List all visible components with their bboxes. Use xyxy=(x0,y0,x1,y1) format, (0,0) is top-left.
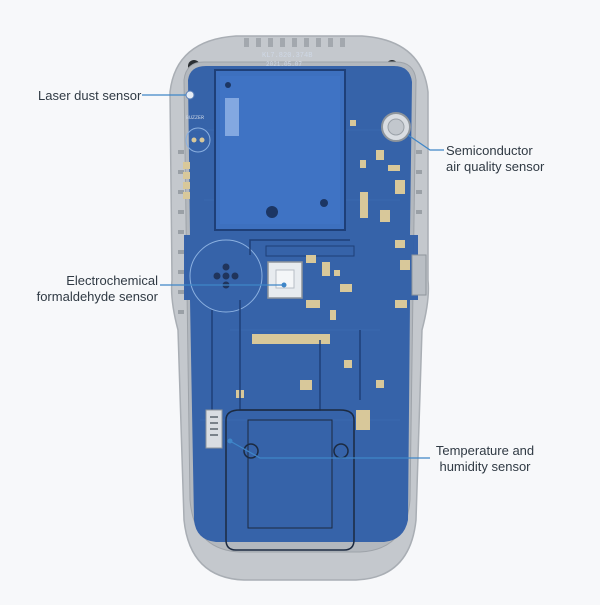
laser-dust-point xyxy=(185,90,195,100)
semiconductor-line2: air quality sensor xyxy=(446,159,545,174)
module-hole xyxy=(266,206,278,218)
battery-compartment xyxy=(225,409,355,551)
right-edge-connector xyxy=(411,254,427,296)
temperature-line2: humidity sensor xyxy=(439,459,531,474)
callout-dot-temperature xyxy=(227,438,233,444)
semiconductor-sensor-label: Semiconductor air quality sensor xyxy=(446,143,544,175)
callout-lines xyxy=(142,94,444,459)
buzzer-text: BUZZER xyxy=(186,115,205,121)
formaldehyde-sensor-pins xyxy=(213,263,239,289)
electrochemical-line1: Electrochemical xyxy=(66,273,158,288)
formaldehyde-sensor xyxy=(189,239,263,313)
electrochemical-line2: formaldehyde sensor xyxy=(36,289,158,304)
side-notches xyxy=(178,150,422,314)
temperature-line1: Temperature and xyxy=(435,443,535,458)
top-vent-ribs xyxy=(244,38,345,47)
left-header-pins xyxy=(183,162,190,199)
temperature-humidity-label: Temperature and humidity sensor xyxy=(434,443,536,475)
bottom-screw-left xyxy=(243,443,259,459)
module-window xyxy=(225,98,239,136)
formaldehyde-sensor-label: Electrochemical formaldehyde sensor xyxy=(30,273,158,305)
laser-dust-sensor-label: Laser dust sensor xyxy=(38,88,141,104)
callout-line-semiconductor xyxy=(407,134,444,151)
module-model-text: KL7.820.374B xyxy=(262,52,313,60)
buzzer xyxy=(185,127,211,153)
semiconductor-line1: Semiconductor xyxy=(446,143,533,158)
center-components xyxy=(236,255,384,430)
laser-dust-text: Laser dust sensor xyxy=(38,88,142,103)
callout-line-temperature xyxy=(229,440,430,459)
right-side-components xyxy=(350,120,410,308)
module-date-text: 2021.05.07 xyxy=(266,61,303,68)
callout-dot-formaldehyde xyxy=(281,282,287,288)
